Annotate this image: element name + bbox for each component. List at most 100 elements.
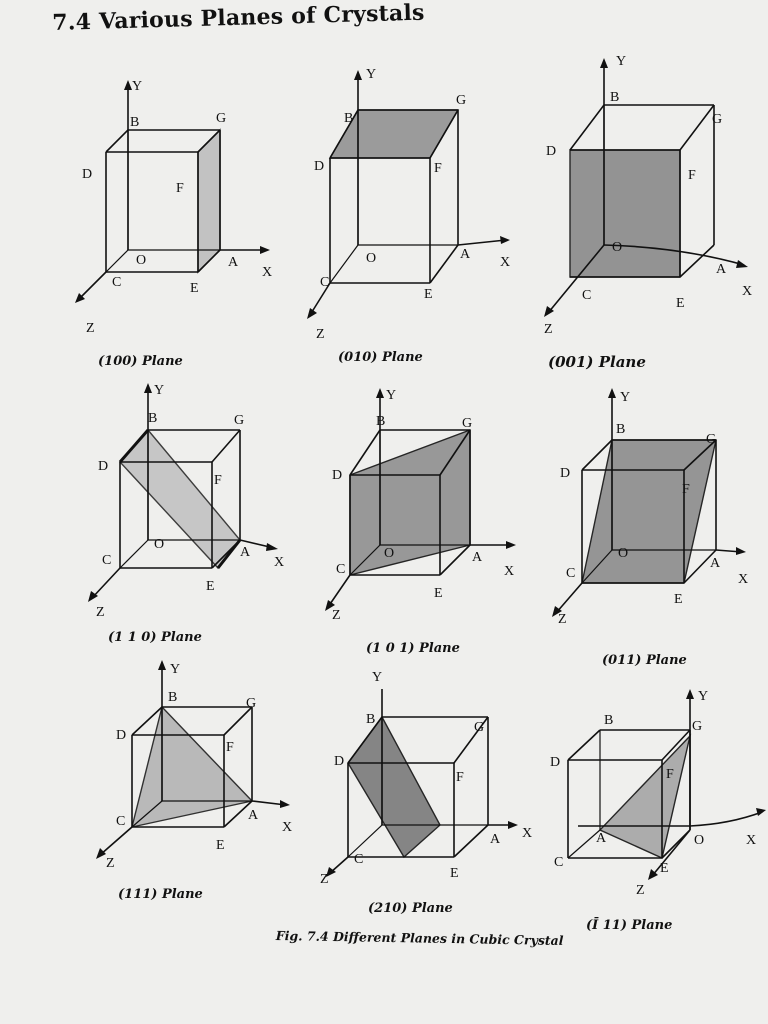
caption-bar1-11: (Ī 11) Plane [586,918,673,933]
label-b: B [148,411,157,426]
label-f: F [688,168,696,183]
label-g: G [216,111,226,126]
label-d: D [546,144,556,159]
label-x: X [504,564,514,579]
z-axis-arrow [75,293,85,303]
x-axis-arrow [756,808,766,816]
cube-diagram-001: Y B G D F O A X C E Z [544,54,752,337]
cube-diagram-100: Y B G D F O A X C E Z [75,79,272,336]
label-b: B [610,90,619,105]
label-x: X [274,555,284,570]
label-a: A [240,545,251,560]
label-z: Z [320,872,329,887]
label-a: A [596,831,607,846]
label-y: Y [366,67,376,82]
cube-diagram-bar1-11: Y B G D F A O X C E Z [550,689,766,898]
cube-edge [223,800,253,828]
cube-edge [683,439,717,471]
label-z: Z [96,605,105,620]
cube-edge [453,716,489,764]
label-c: C [554,855,563,870]
label-o: O [618,546,628,561]
label-a: A [716,262,727,277]
cube-edge [581,439,613,471]
label-f: F [666,767,674,782]
z-axis [547,244,605,314]
label-c: C [112,275,121,290]
label-b: B [604,713,613,728]
label-z: Z [332,608,341,623]
cube-diagram-101: Y B G D O A X C E Z [325,388,516,623]
figure-110-plane: Y B G D F O A X C E Z (1 1 0) Plane [78,380,308,660]
z-axis [91,567,121,599]
z-axis [309,282,331,316]
x-axis-arrow [736,260,748,268]
label-d: D [332,468,342,483]
label-f: F [456,770,464,785]
cube-edge [569,104,605,151]
label-g: G [692,719,702,734]
cube-edge [197,129,221,153]
label-e: E [676,296,685,311]
x-axis-arrow [266,543,278,551]
label-y: Y [386,388,396,403]
label-e: E [434,586,443,601]
section-title: Various Planes of Crystals [98,0,425,35]
cube-edge [197,249,221,273]
label-d: D [314,159,324,174]
y-axis-arrow [600,58,608,68]
cube-diagram-110: Y B G D F O A X C E Z [88,383,284,620]
figure-001-plane: Y B G D F O A X C E Z (001) Plane [530,54,760,371]
cube-edge [439,544,471,576]
cube-edge [679,104,715,151]
label-a: A [460,247,471,262]
caption-001: (001) Plane [548,353,646,371]
y-axis-arrow [124,80,132,90]
label-y: Y [616,54,626,69]
label-o: O [136,253,146,268]
z-axis-arrow [88,591,98,602]
z-axis [555,582,583,614]
z-axis-arrow [325,600,335,611]
label-y: Y [698,689,708,704]
label-f: F [176,181,184,196]
label-o: O [384,546,394,561]
label-b: B [168,690,177,705]
y-axis-arrow [354,70,362,80]
x-axis-arrow [500,236,510,244]
label-d: D [116,728,126,743]
hidden-edge [347,824,383,858]
label-y: Y [620,390,630,405]
label-g: G [706,432,716,447]
label-x: X [522,826,532,841]
cube-edge [211,429,241,463]
figure-111-plane: Y B G D F A X C E Z (111) Plane [90,655,320,935]
cube-diagram-010: Y B G D F O A X C E Z [307,67,510,342]
z-axis-arrow [552,606,562,617]
label-a: A [248,808,259,823]
x-axis [457,239,507,246]
label-y: Y [154,383,164,398]
label-e: E [450,866,459,881]
caption-101: (1 0 1) Plane [366,641,460,656]
cube-diagram-111: Y B G D F A X C E Z [96,660,292,871]
section-number: 7.4 [52,8,92,36]
cube-edge [223,706,253,736]
cube-edge [429,109,459,159]
label-z: Z [636,883,645,898]
label-a: A [710,556,721,571]
z-axis [651,829,691,877]
label-f: F [682,482,690,497]
caption-210: (210) Plane [368,901,453,916]
z-axis-arrow [326,867,336,877]
z-axis [327,574,351,608]
plane-100 [197,128,221,274]
label-g: G [712,112,722,127]
plane-bar1-11 [598,733,692,859]
caption-100: (100) Plane [98,354,183,369]
label-o: O [694,833,704,848]
label-y: Y [170,662,180,677]
plane-101 [349,428,471,576]
label-c: C [582,288,591,303]
y-axis-arrow [376,388,384,398]
